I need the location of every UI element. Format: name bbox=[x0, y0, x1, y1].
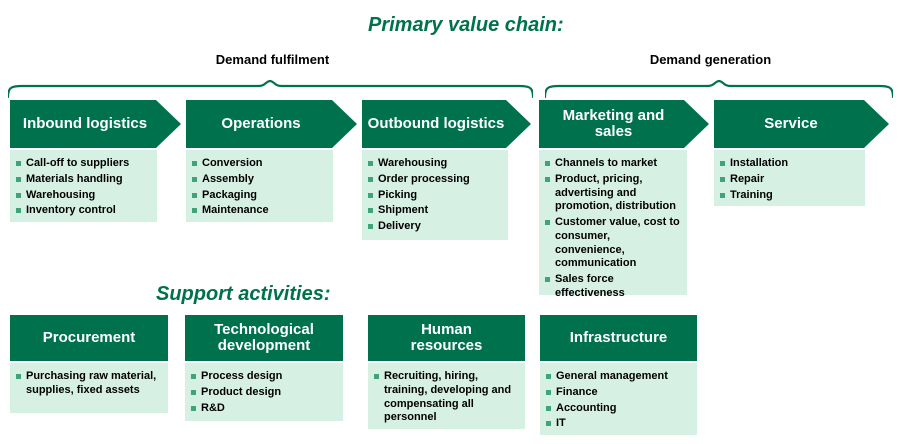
list-item: Finance bbox=[546, 386, 691, 400]
bullet-icon bbox=[374, 374, 379, 379]
list-item: Materials handling bbox=[16, 173, 151, 187]
header-label: Human resources bbox=[410, 320, 483, 354]
arrow-service: Service bbox=[714, 100, 889, 148]
list-item: Accounting bbox=[546, 402, 691, 416]
operations-items: Conversion Assembly Packaging Maintenanc… bbox=[186, 150, 333, 222]
technological-development-items: Process design Product design R&D bbox=[185, 363, 343, 421]
list-item: Conversion bbox=[192, 157, 327, 171]
bullet-icon bbox=[368, 176, 373, 182]
list-item: IT bbox=[546, 417, 691, 431]
arrow-outbound-logistics: Outbound logistics bbox=[362, 100, 531, 148]
bullet-icon bbox=[546, 389, 551, 395]
bullet-icon bbox=[191, 405, 196, 411]
list-item: General management bbox=[546, 370, 691, 384]
arrow-inbound-logistics: Inbound logistics bbox=[10, 100, 181, 148]
procurement-items: Purchasing raw material, supplies, fixed… bbox=[10, 363, 168, 413]
list-item: Recruiting, hiring, training, developing… bbox=[374, 370, 519, 425]
list-item: Picking bbox=[368, 189, 502, 203]
header-human-resources: Human resources bbox=[368, 315, 525, 361]
inbound-logistics-items: Call-off to suppliers Materials handling… bbox=[10, 150, 157, 222]
list-item: R&D bbox=[191, 402, 337, 416]
arrow-label: Outbound logistics bbox=[367, 114, 505, 132]
list-item: Channels to market bbox=[545, 157, 681, 171]
list-item: Installation bbox=[720, 157, 859, 171]
service-items: Installation Repair Training bbox=[714, 150, 865, 206]
bullet-icon bbox=[545, 176, 550, 182]
bullet-icon bbox=[545, 277, 550, 282]
list-item: Process design bbox=[191, 370, 337, 384]
bullet-icon bbox=[546, 374, 551, 379]
bullet-icon bbox=[16, 192, 21, 198]
demand-fulfilment-label: Demand fulfilment bbox=[215, 52, 330, 67]
bullet-icon bbox=[720, 176, 725, 182]
demand-generation-label: Demand generation bbox=[649, 52, 772, 67]
demand-fulfilment-brace bbox=[8, 80, 533, 99]
bullet-icon bbox=[368, 208, 373, 214]
bullet-icon bbox=[546, 421, 551, 427]
bullet-icon bbox=[191, 389, 196, 395]
list-item: Order processing bbox=[368, 173, 502, 187]
bullet-icon bbox=[368, 224, 373, 229]
bullet-icon bbox=[368, 192, 373, 198]
bullet-icon bbox=[192, 161, 197, 166]
bullet-icon bbox=[16, 208, 21, 214]
bullet-icon bbox=[545, 220, 550, 225]
header-infrastructure: Infrastructure bbox=[540, 315, 697, 361]
header-label: Technological development bbox=[214, 320, 314, 354]
arrow-operations: Operations bbox=[186, 100, 357, 148]
bullet-icon bbox=[720, 161, 725, 166]
list-item: Warehousing bbox=[368, 157, 502, 171]
bullet-icon bbox=[192, 208, 197, 214]
arrow-marketing-and-sales: Marketing and sales bbox=[539, 100, 709, 148]
arrow-label: Inbound logistics bbox=[22, 114, 148, 132]
list-item: Shipment bbox=[368, 204, 502, 218]
list-item: Training bbox=[720, 189, 859, 203]
list-item: Purchasing raw material, supplies, fixed… bbox=[16, 370, 162, 398]
bullet-icon bbox=[16, 176, 21, 182]
header-label: Procurement bbox=[42, 328, 136, 346]
bullet-icon bbox=[192, 176, 197, 182]
list-item: Assembly bbox=[192, 173, 327, 187]
outbound-logistics-items: Warehousing Order processing Picking Shi… bbox=[362, 150, 508, 240]
list-item: Inventory control bbox=[16, 204, 151, 218]
arrow-label: Service bbox=[764, 114, 818, 132]
bullet-icon bbox=[16, 161, 21, 166]
bullet-icon bbox=[368, 161, 373, 166]
list-item: Maintenance bbox=[192, 204, 327, 218]
bullet-icon bbox=[545, 161, 550, 166]
list-item: Sales force effectiveness bbox=[545, 273, 681, 301]
primary-value-chain-title: Primary value chain: bbox=[368, 14, 564, 36]
support-activities-title: Support activities: bbox=[156, 283, 331, 305]
arrow-label: Operations bbox=[221, 114, 301, 132]
bullet-icon bbox=[191, 374, 196, 379]
human-resources-items: Recruiting, hiring, training, developing… bbox=[368, 363, 525, 429]
list-item: Customer value, cost to consumer, conven… bbox=[545, 216, 681, 271]
bullet-icon bbox=[192, 192, 197, 198]
list-item: Repair bbox=[720, 173, 859, 187]
header-procurement: Procurement bbox=[10, 315, 168, 361]
infrastructure-items: General management Finance Accounting IT bbox=[540, 363, 697, 435]
arrow-label: Marketing and sales bbox=[562, 106, 665, 140]
list-item: Warehousing bbox=[16, 189, 151, 203]
list-item: Packaging bbox=[192, 189, 327, 203]
header-technological-development: Technological development bbox=[185, 315, 343, 361]
bullet-icon bbox=[16, 374, 21, 379]
header-label: Infrastructure bbox=[569, 328, 668, 346]
list-item: Delivery bbox=[368, 220, 502, 234]
demand-generation-brace bbox=[545, 80, 893, 99]
list-item: Product design bbox=[191, 386, 337, 400]
list-item: Call-off to suppliers bbox=[16, 157, 151, 171]
bullet-icon bbox=[546, 405, 551, 411]
bullet-icon bbox=[720, 192, 725, 198]
list-item: Product, pricing, advertising and promot… bbox=[545, 173, 681, 214]
marketing-and-sales-items: Channels to market Product, pricing, adv… bbox=[539, 150, 687, 299]
